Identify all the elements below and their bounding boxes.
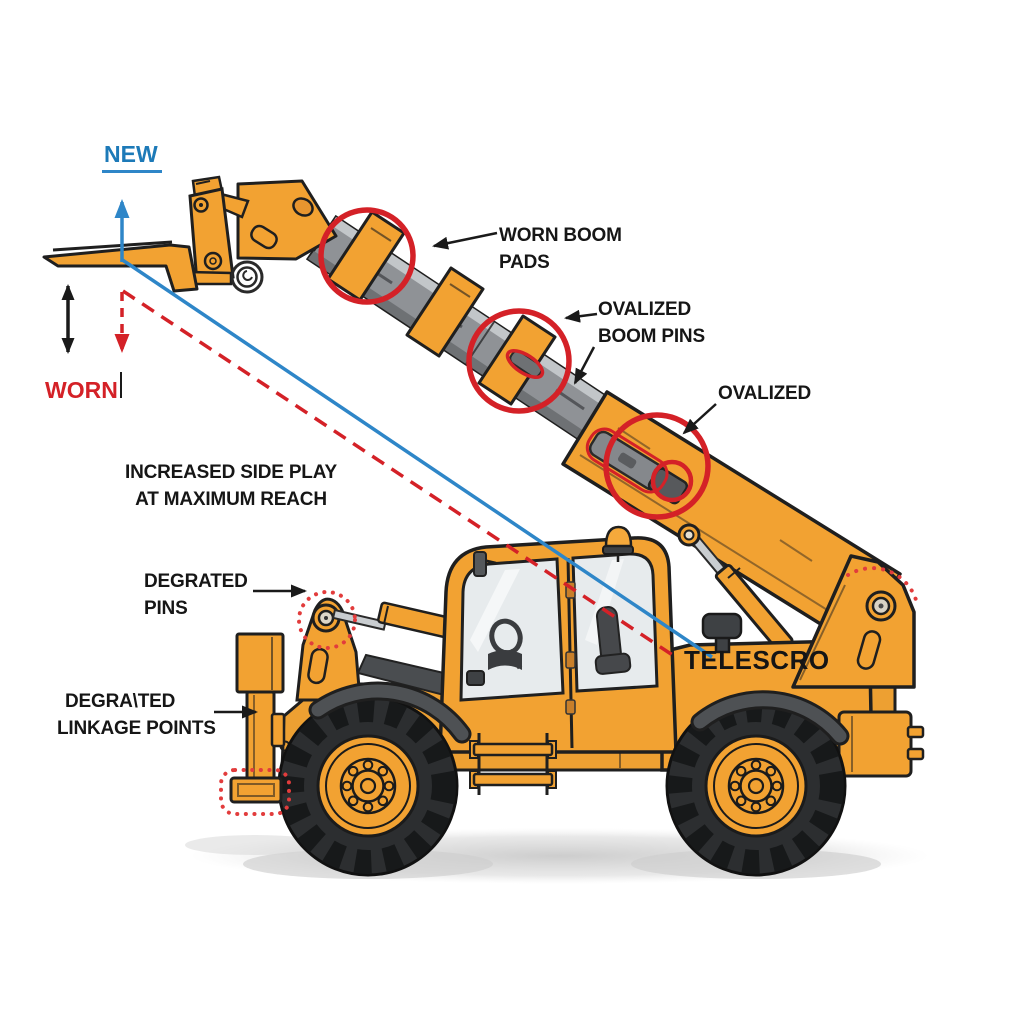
leader-ovalized-pins-a [564, 309, 598, 323]
ovalized-pin-outline [505, 348, 545, 380]
boom-nose [236, 179, 338, 261]
label-new: NEW [102, 141, 162, 173]
leader-ovalized [682, 403, 717, 435]
boom-assembly [305, 210, 902, 653]
far-fork-tine [52, 240, 173, 252]
wear-circle-pin-end [650, 459, 694, 503]
fork-carriage [42, 175, 338, 294]
beacon-light [602, 525, 634, 562]
sight-line-new [120, 257, 713, 659]
front-wheel [277, 695, 459, 877]
rear-pivot-tower [791, 554, 916, 689]
label-degraded-linkage-points: DEGRA\TED LINKAGE POINTS [57, 691, 216, 739]
label-worn-boom-pads: WORN BOOM PADS [499, 225, 622, 273]
cab [438, 525, 678, 754]
front-fender-face [311, 684, 469, 741]
label-worn: WORN [45, 377, 118, 403]
sight-line-worn [122, 289, 675, 658]
label-increased-side-play: INCREASED SIDE PLAY AT MAXIMUM REACH [125, 462, 337, 510]
boom-pad-collar-3 [477, 314, 557, 406]
hose-coil [230, 260, 264, 294]
door-hinge [565, 699, 576, 715]
worn-section-outline [585, 427, 669, 494]
label-degrated-pins: DEGRATED PINS [144, 571, 248, 619]
counterweight [837, 710, 925, 778]
door-handle [466, 670, 485, 686]
wear-circle-boom-pads [318, 207, 416, 305]
label-ovalized: OVALIZED [718, 383, 812, 404]
carriage-pin [203, 251, 223, 271]
dotted-box-linkage-foot [219, 768, 291, 816]
brand-logo-telescro: TELESCRO [684, 645, 830, 675]
rear-wheel [665, 695, 847, 877]
steering-wheel [488, 618, 523, 670]
seat [594, 606, 632, 675]
door-hinge [565, 651, 576, 669]
exhaust-intake [701, 612, 743, 654]
fork-tine [42, 243, 199, 293]
dotted-circle-front-pin [297, 590, 357, 650]
label-ovalized-boom-pins: OVALIZED BOOM PINS [598, 299, 705, 347]
step-ladder [469, 733, 557, 795]
stabilizer [229, 632, 286, 804]
leader-ovalized-pins-b [573, 346, 596, 385]
wear-circle-boom-pins [466, 308, 572, 414]
wear-annotations [61, 199, 918, 816]
boom-pad-collar-2 [405, 266, 485, 358]
lift-cylinder [677, 523, 794, 653]
leader-worn-boom-pads [432, 231, 498, 250]
mirror [473, 551, 497, 577]
rear-fender-face [693, 693, 847, 743]
dotted-arc-rear-pivot [846, 566, 918, 602]
